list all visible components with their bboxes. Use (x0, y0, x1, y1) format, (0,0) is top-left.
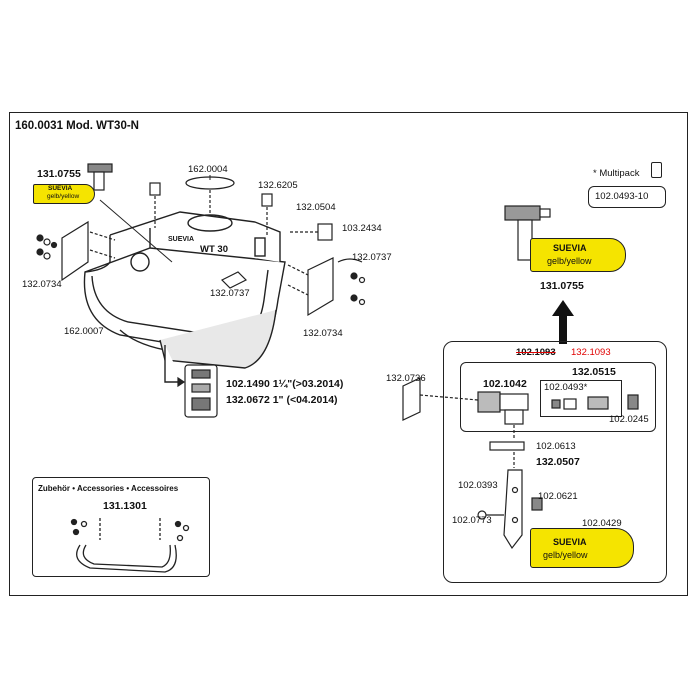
valve-small (87, 163, 113, 191)
small-parts (149, 176, 363, 289)
part-162-0004: 162.0004 (188, 164, 228, 175)
valve-badge-small-color: gelb/yellow (47, 193, 80, 200)
bowl-model-label: WT 30 (200, 244, 228, 255)
part-102-0621: 102.0621 (538, 491, 578, 502)
right-bracket (287, 257, 366, 317)
detail-box (443, 341, 667, 583)
detail-old-code: 102.1093 (516, 347, 556, 358)
part-132-0734-right: 132.0734 (303, 328, 343, 339)
detail-inner-box (460, 362, 656, 432)
valve-badge-large (530, 238, 626, 272)
multipack-label: * Multipack (593, 168, 640, 179)
valve-badge-large-brand: SUEVIA (553, 243, 587, 253)
part-102-0613: 102.0613 (536, 441, 576, 452)
accessories-title: Zubehör • Accessories • Accessoires (38, 484, 179, 493)
bowl-brand-label: SUEVIA (168, 236, 195, 243)
detail-parts (402, 377, 639, 550)
part-132-0515: 132.0515 (572, 366, 616, 378)
drain-spec-line2: 132.0672 1" (<04.2014) (226, 394, 338, 406)
part-102-0429: 102.0429 (582, 518, 622, 529)
part-131-0755-right: 131.0755 (540, 280, 584, 292)
up-arrow (552, 300, 574, 344)
multipack-icon (651, 162, 662, 178)
part-131-0755: 131.0755 (37, 168, 81, 180)
part-102-0393: 102.0393 (458, 480, 498, 491)
valve-badge-large-color: gelb/yellow (547, 256, 592, 266)
accessories-box (32, 477, 210, 577)
part-132-6205: 132.6205 (258, 180, 298, 191)
part-102-0773: 102.0773 (452, 515, 492, 526)
accessories-code: 131.1301 (103, 500, 147, 512)
part-132-0736: 132.0736 (386, 373, 426, 384)
part-132-0734-left: 132.0734 (22, 279, 62, 290)
part-132-0507: 132.0507 (536, 456, 580, 468)
valve-badge-small-brand: SUEVIA (48, 185, 73, 192)
diagram-frame (9, 112, 688, 596)
paddle-badge-color: gelb/yellow (543, 550, 588, 560)
paddle-badge (530, 528, 634, 568)
part-102-1042: 102.1042 (483, 378, 527, 390)
leader-lines (99, 175, 211, 263)
valve-badge-small (33, 184, 95, 204)
left-bracket (36, 220, 116, 282)
part-162-0007: 162.0007 (64, 326, 104, 337)
accessory-rack (70, 518, 190, 573)
drain-part (164, 345, 218, 418)
part-102-0493-box (540, 380, 622, 417)
part-132-0737-a: 132.0737 (352, 252, 392, 263)
multipack-code-box (588, 186, 666, 208)
drain-spec-line1: 102.1490 1¼"(>03.2014) (226, 378, 344, 390)
part-103-2434: 103.2434 (342, 223, 382, 234)
page-title: 160.0031 Mod. WT30-N (15, 120, 139, 132)
part-132-0504: 132.0504 (296, 202, 336, 213)
part-102-0493: 102.0493* (544, 382, 588, 393)
part-102-0245: 102.0245 (609, 414, 649, 425)
paddle-badge-brand: SUEVIA (553, 537, 587, 547)
multipack-code: 102.0493-10 (595, 191, 649, 202)
detail-new-code: 132.1093 (571, 347, 611, 358)
part-132-0737-b: 132.0737 (210, 288, 250, 299)
